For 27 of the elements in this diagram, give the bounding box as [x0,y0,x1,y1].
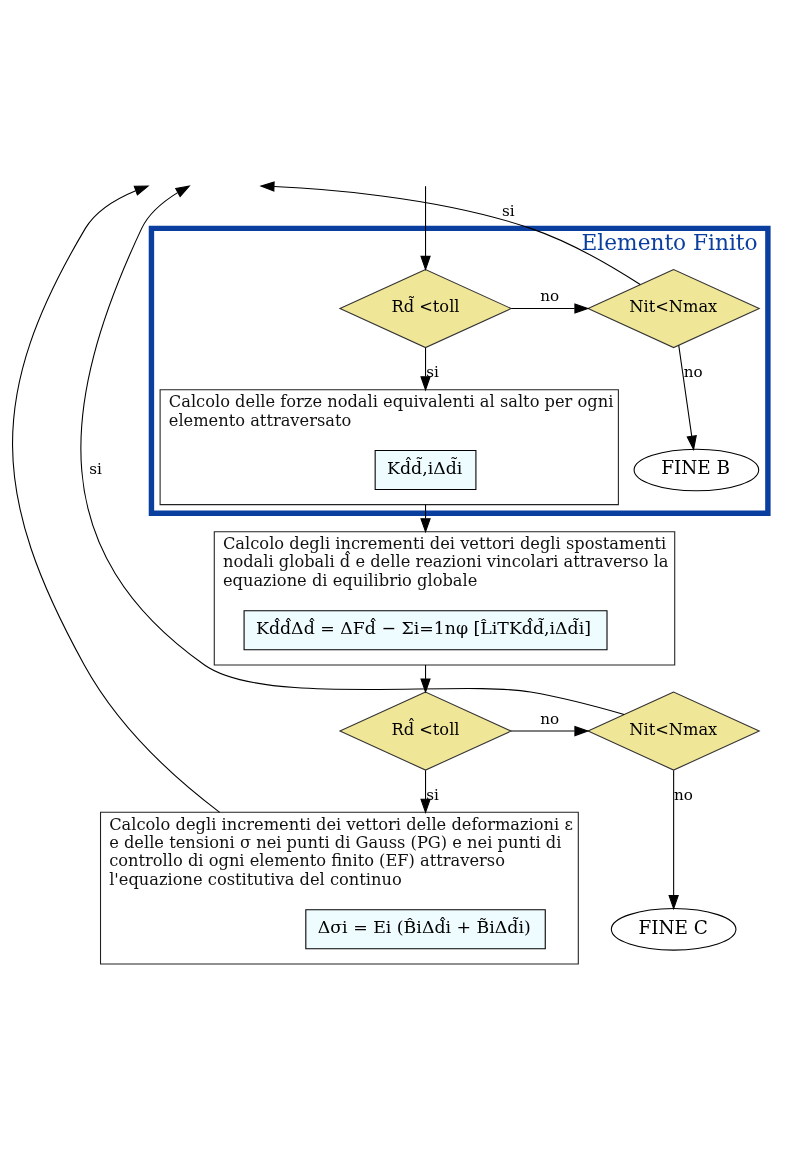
node-box: Kd̂d̂Δd̂ = ΔFd̂ − Σi=1nφ [L̂iTKd̂d̃,iΔd̃i] [243,610,608,651]
edge-label: si [89,459,102,478]
edge-label: si [426,785,439,804]
arrow [510,303,590,314]
node-box: Kd̂d̃,iΔd̃i [374,449,477,490]
arrow [420,185,431,272]
node-ellipse: FINE B [633,448,760,492]
edge-label: si [502,201,515,220]
arrow [420,769,431,814]
node-diamond: Nit<Nmax [586,268,761,349]
edge-label: no [683,363,703,382]
arrow [420,347,431,392]
arrow [668,769,679,911]
edge-label: no [540,287,560,306]
node-diamond: Rd̃ <toll [338,268,513,349]
arrow [259,181,641,286]
arrow [80,185,625,716]
arrow [678,344,697,451]
edge-label: no [540,709,560,728]
node-diamond: Nit<Nmax [586,691,761,771]
node-ellipse: FINE C [610,908,737,951]
arrow [12,185,221,813]
node-diamond: Rd̂ <toll [338,691,513,771]
node-box: Δσi = Ei (B̂iΔd̂i + B̃iΔd̃i) [305,909,546,950]
arrow [510,725,590,737]
edge-label: si [426,363,439,382]
edge-label: no [673,785,693,804]
